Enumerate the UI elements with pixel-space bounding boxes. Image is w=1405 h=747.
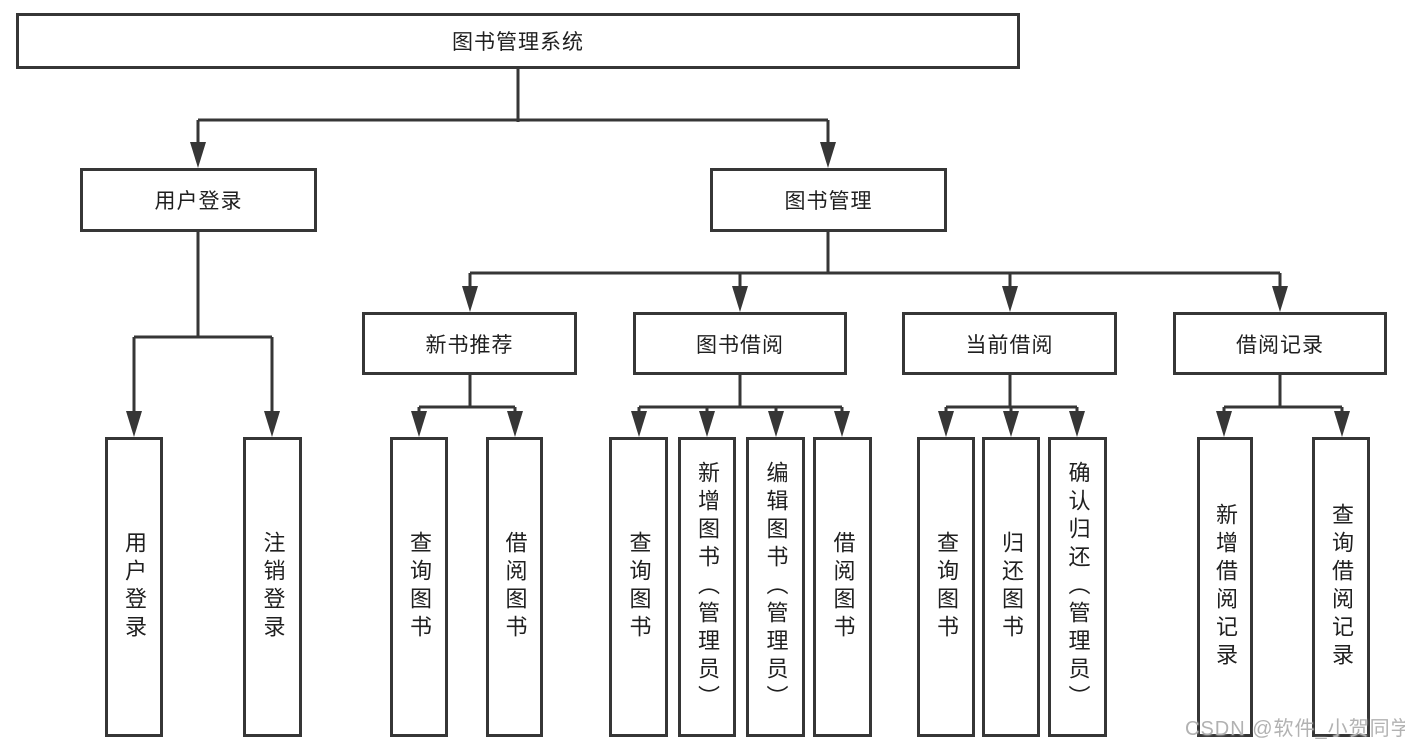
leaf-logout-label: 注销登录 — [260, 531, 286, 643]
node-current-borrowing: 当前借阅 — [902, 312, 1117, 375]
leaf-newbook-borrow-books-label: 借阅图书 — [502, 531, 528, 643]
leaf-borrowing-borrow-books: 借阅图书 — [813, 437, 872, 737]
leaf-newbook-query-books: 查询图书 — [390, 437, 448, 737]
node-user-login: 用户登录 — [80, 168, 317, 232]
csdn-watermark: CSDN @软件_小贺同学 — [1185, 718, 1405, 740]
leaf-newbook-query-books-label: 查询图书 — [407, 531, 432, 643]
node-borrowing-records-label: 借阅记录 — [1236, 333, 1324, 357]
leaf-borrowing-edit-books-admin-label: 编辑图书（管理员） — [763, 461, 789, 713]
leaf-records-query-borrow-record-label: 查询借阅记录 — [1329, 503, 1354, 671]
leaf-borrowing-query-books-label: 查询图书 — [626, 531, 652, 643]
leaf-newbook-borrow-books: 借阅图书 — [486, 437, 543, 737]
leaf-current-query-books-label: 查询图书 — [934, 531, 959, 643]
leaf-user-login-label: 用户登录 — [122, 531, 147, 643]
leaf-current-query-books: 查询图书 — [917, 437, 975, 737]
leaf-current-confirm-return-admin: 确认归还（管理员） — [1048, 437, 1107, 737]
leaf-user-login: 用户登录 — [105, 437, 163, 737]
leaf-borrowing-query-books: 查询图书 — [609, 437, 668, 737]
node-root-label: 图书管理系统 — [452, 31, 584, 54]
leaf-logout: 注销登录 — [243, 437, 302, 737]
leaf-records-query-borrow-record: 查询借阅记录 — [1312, 437, 1370, 737]
leaf-records-add-borrow-record: 新增借阅记录 — [1197, 437, 1253, 737]
node-new-book-recommend: 新书推荐 — [362, 312, 577, 375]
leaf-borrowing-edit-books-admin: 编辑图书（管理员） — [746, 437, 805, 737]
node-root-system: 图书管理系统 — [16, 13, 1020, 69]
leaf-current-confirm-return-admin-label: 确认归还（管理员） — [1065, 461, 1091, 713]
leaf-borrowing-add-books-admin: 新增图书（管理员） — [678, 437, 736, 737]
node-book-borrowing-label: 图书借阅 — [696, 333, 784, 357]
leaf-borrowing-add-books-admin-label: 新增图书（管理员） — [695, 461, 720, 713]
node-book-borrowing: 图书借阅 — [633, 312, 847, 375]
node-book-management: 图书管理 — [710, 168, 947, 232]
leaf-current-return-books-label: 归还图书 — [999, 531, 1024, 643]
node-borrowing-records: 借阅记录 — [1173, 312, 1387, 375]
node-book-management-label: 图书管理 — [784, 190, 873, 213]
node-user-login-label: 用户登录 — [154, 190, 243, 213]
leaf-borrowing-borrow-books-label: 借阅图书 — [830, 531, 856, 643]
node-current-borrowing-label: 当前借阅 — [965, 333, 1054, 357]
node-new-book-recommend-label: 新书推荐 — [425, 333, 514, 357]
leaf-records-add-borrow-record-label: 新增借阅记录 — [1213, 503, 1238, 671]
leaf-current-return-books: 归还图书 — [982, 437, 1040, 737]
